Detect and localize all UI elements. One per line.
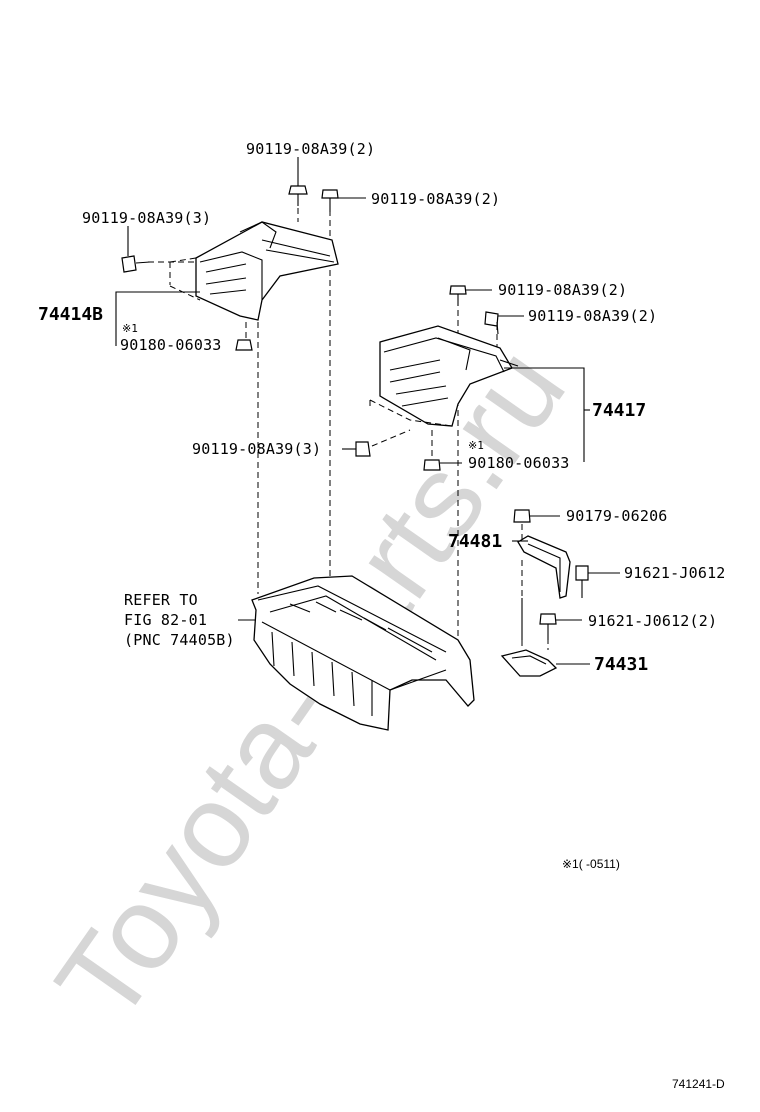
callout-labels: 90119-08A39(2) 90119-08A39(2) 90119-08A3… xyxy=(38,140,726,675)
label-nut-left: 90180-06033 xyxy=(120,336,222,354)
right-battery-bracket xyxy=(369,325,519,427)
label-note-right: ※1 xyxy=(468,439,484,452)
label-bolt-right-a: 90119-08A39(2) xyxy=(498,281,627,299)
footnote: ※1( -0511) xyxy=(562,857,620,871)
bolt-clamp-a xyxy=(575,565,589,598)
lower-bracket xyxy=(500,649,558,677)
nut-right xyxy=(423,459,441,471)
nut-clamp xyxy=(513,509,531,523)
nut-left xyxy=(235,339,253,351)
diagram-id: 741241-D xyxy=(672,1077,725,1091)
label-bolt-top-b: 90119-08A39(2) xyxy=(371,190,500,208)
label-pnc-left-bracket: 74414B xyxy=(38,304,103,325)
label-bolt-left: 90119-08A39(3) xyxy=(82,209,211,227)
bolt-clamp-b xyxy=(539,613,557,640)
label-bolt-mid: 90119-08A39(3) xyxy=(192,440,321,458)
label-bolt-clamp-b: 91621-J0612(2) xyxy=(588,612,717,630)
label-pnc-clamp: 74481 xyxy=(448,531,502,552)
label-note-left: ※1 xyxy=(122,322,138,335)
label-bolt-top-a: 90119-08A39(2) xyxy=(246,140,375,158)
battery-tray xyxy=(251,575,475,731)
label-refer-line3: (PNC 74405B) xyxy=(124,631,235,649)
bolt-right-a xyxy=(449,285,467,306)
label-nut-right: 90180-06033 xyxy=(468,454,570,472)
label-refer-line1: REFER TO xyxy=(124,591,198,609)
label-bolt-clamp-a: 91621-J0612 xyxy=(624,564,726,582)
bolt-right-b xyxy=(484,311,499,335)
fasteners xyxy=(121,185,589,640)
bolt-mid xyxy=(342,441,371,457)
battery-clamp xyxy=(517,535,571,640)
bolt-left xyxy=(121,255,151,273)
bolt-top-a xyxy=(288,185,308,206)
leader-lines xyxy=(115,157,620,665)
bolt-top-b xyxy=(321,189,339,212)
label-pnc-lower-bracket: 74431 xyxy=(594,654,648,675)
label-refer-line2: FIG 82-01 xyxy=(124,611,207,629)
label-pnc-right-bracket: 74417 xyxy=(592,400,646,421)
left-battery-bracket xyxy=(169,221,339,321)
label-bolt-right-b: 90119-08A39(2) xyxy=(528,307,657,325)
label-nut-clamp: 90179-06206 xyxy=(566,507,668,525)
